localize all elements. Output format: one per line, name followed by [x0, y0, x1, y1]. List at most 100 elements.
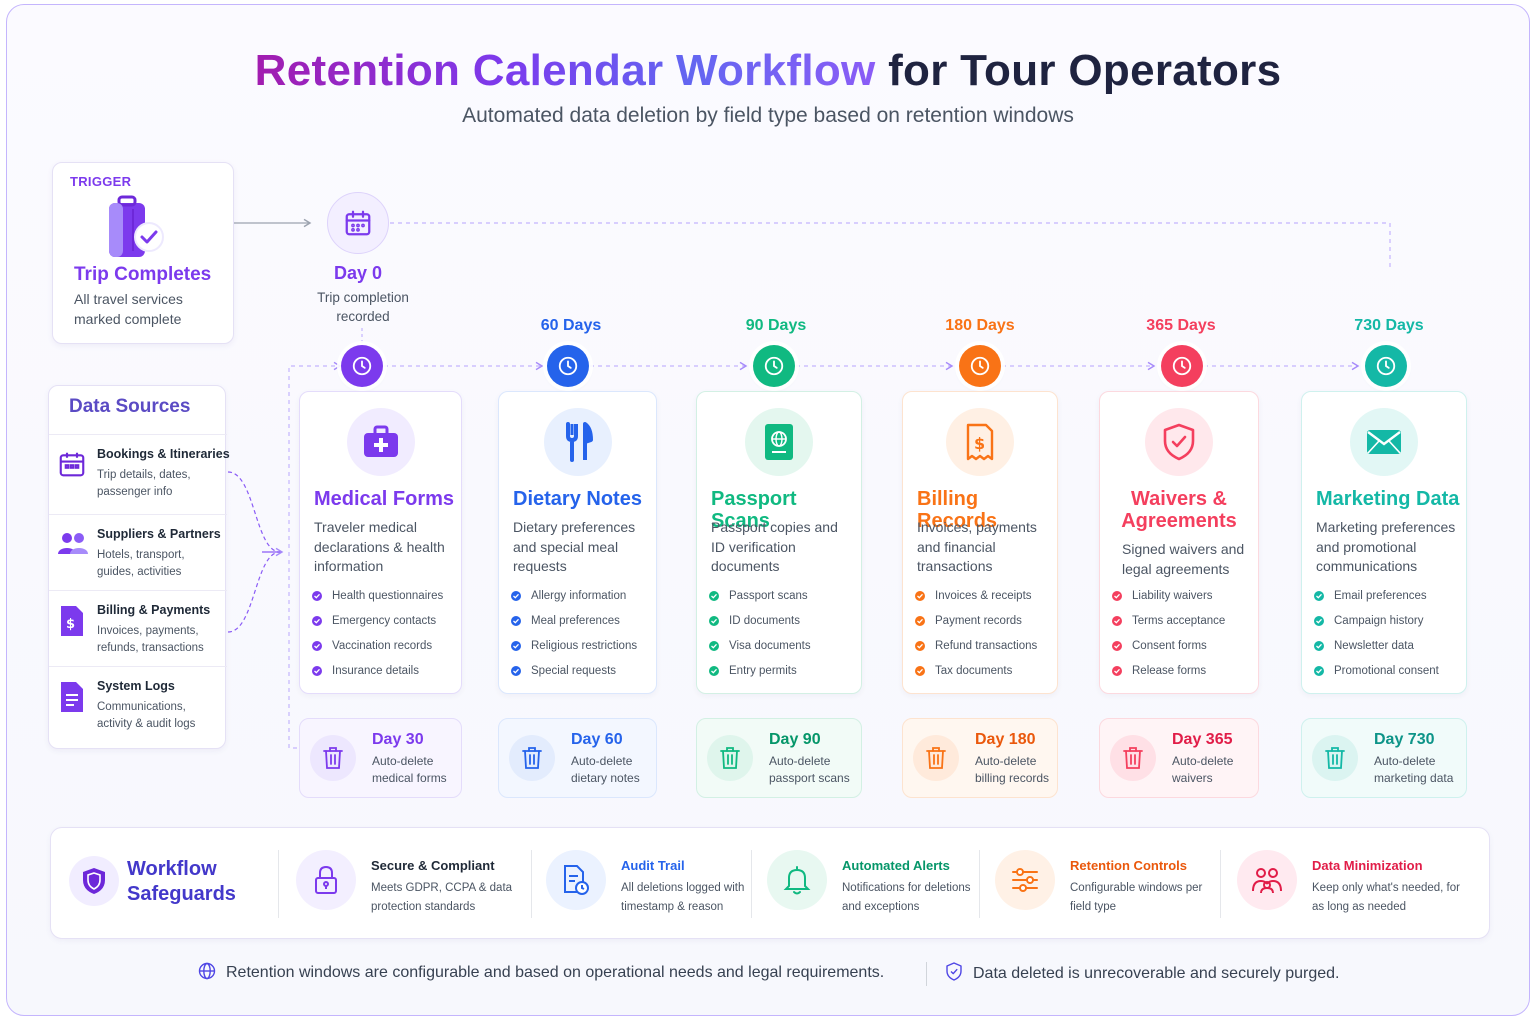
list-item: Promotional consent: [1314, 658, 1462, 683]
shield-icon: [69, 856, 119, 906]
billing-document-icon: $: [57, 605, 87, 636]
source-item-billing: $ Billing & Payments Invoices, payments,…: [49, 590, 227, 666]
category-title: Dietary Notes: [513, 488, 642, 510]
check-icon: [312, 665, 322, 676]
check-icon: [1314, 640, 1324, 651]
category-item-list: Health questionnaires Emergency contacts…: [312, 583, 457, 683]
list-item: Newsletter data: [1314, 633, 1462, 658]
safeguards-title: Workflow Safeguards: [127, 858, 236, 905]
check-icon: [511, 590, 521, 601]
footer-divider: [926, 962, 927, 986]
check-icon: [1314, 615, 1324, 626]
category-title: Billing Records: [917, 488, 998, 532]
list-item: Emergency contacts: [312, 608, 457, 633]
footer-note-left: Retention windows are configurable and b…: [198, 962, 884, 985]
audit-document-icon: [546, 850, 606, 910]
safeguard-title: Retention Controls: [1070, 858, 1187, 873]
source-title: Suppliers & Partners: [97, 527, 221, 541]
list-item: Refund transactions: [915, 633, 1053, 658]
trash-icon: [1110, 735, 1156, 781]
fork-knife-icon: [543, 408, 612, 476]
delete-description: Auto-delete marketing data: [1374, 754, 1454, 785]
list-item: Invoices & receipts: [915, 583, 1053, 608]
data-sources-heading: Data Sources: [69, 396, 191, 417]
divider: [979, 850, 980, 918]
check-icon: [312, 590, 322, 601]
envelope-icon: [1350, 408, 1418, 476]
source-title: Bookings & Itineraries: [97, 447, 230, 461]
day0-description: Trip completion recorded: [317, 290, 409, 324]
check-icon: [1112, 615, 1122, 626]
globe-icon: [198, 962, 216, 985]
divider: [1220, 850, 1221, 918]
source-item-bookings: Bookings & Itineraries Trip details, dat…: [49, 434, 230, 514]
list-item: Consent forms: [1112, 633, 1254, 658]
delete-title: Day 90: [769, 731, 821, 748]
category-description: Passport copies and ID verification docu…: [711, 519, 838, 574]
receipt-dollar-icon: $: [946, 408, 1014, 476]
check-icon: [312, 640, 322, 651]
category-item-list: Invoices & receipts Payment records Refu…: [915, 583, 1053, 683]
clock-icon: [753, 345, 795, 387]
check-icon: [511, 640, 521, 651]
calendar-icon: [57, 449, 87, 479]
divider: [278, 850, 279, 918]
delete-description: Auto-delete medical forms: [372, 754, 447, 785]
delete-card-day-730: Day 730 Auto-delete marketing data: [1301, 718, 1467, 798]
list-item: Meal preferences: [511, 608, 652, 633]
delete-title: Day 365: [1172, 731, 1233, 748]
trigger-description: All travel services marked complete: [74, 291, 183, 327]
category-title: Waivers & Agreements: [1121, 488, 1237, 532]
category-card-marketing-data: Marketing Data Marketing preferences and…: [1301, 391, 1467, 694]
trigger-card: TRIGGER Trip Completes All travel servic…: [52, 162, 234, 344]
bell-icon: [767, 850, 827, 910]
category-title: Marketing Data: [1316, 488, 1460, 510]
check-icon: [915, 640, 925, 651]
clock-icon: [959, 345, 1001, 387]
shield-check-icon: [945, 962, 963, 986]
list-item: Religious restrictions: [511, 633, 652, 658]
log-document-icon: [57, 681, 87, 712]
check-icon: [511, 665, 521, 676]
safeguard-description: Keep only what's needed, for as long as …: [1312, 882, 1460, 913]
category-description: Traveler medical declarations & health i…: [314, 519, 445, 574]
category-item-list: Allergy information Meal preferences Rel…: [511, 583, 652, 683]
trash-icon: [310, 735, 356, 781]
milestone-365: 365 Days: [1146, 317, 1216, 334]
luggage-check-icon: [97, 195, 177, 259]
safeguard-description: Configurable windows per field type: [1070, 882, 1203, 913]
check-icon: [1112, 590, 1122, 601]
medical-kit-icon: [346, 408, 415, 476]
safeguard-description: Meets GDPR, CCPA & data protection stand…: [371, 882, 513, 913]
svg-text:$: $: [66, 617, 75, 632]
source-description: Hotels, transport, guides, activities: [97, 549, 185, 578]
check-icon: [915, 665, 925, 676]
list-item: Payment records: [915, 608, 1053, 633]
list-item: Liability waivers: [1112, 583, 1254, 608]
safeguard-title: Secure & Compliant: [371, 858, 495, 873]
check-icon: [1112, 665, 1122, 676]
source-description: Invoices, payments, refunds, transaction…: [97, 625, 204, 654]
day0-label: Day 0: [333, 263, 383, 283]
milestone-180: 180 Days: [945, 317, 1015, 334]
lock-icon: [296, 850, 356, 910]
list-item: Entry permits: [709, 658, 857, 683]
clock-icon: [547, 345, 589, 387]
category-description: Invoices, payments and financial transac…: [917, 519, 1037, 574]
source-title: System Logs: [97, 679, 175, 693]
delete-description: Auto-delete passport scans: [769, 754, 850, 785]
list-item: Vaccination records: [312, 633, 457, 658]
check-icon: [511, 615, 521, 626]
list-item: Campaign history: [1314, 608, 1462, 633]
delete-title: Day 730: [1374, 731, 1435, 748]
safeguard-description: Notifications for deletions and exceptio…: [842, 882, 971, 913]
category-description: Signed waivers and legal agreements: [1122, 541, 1245, 577]
category-card-passport-scans: Passport Scans Passport copies and ID ve…: [696, 391, 862, 694]
category-description: Dietary preferences and special meal req…: [513, 519, 636, 574]
page-subtitle: Automated data deletion by field type ba…: [462, 104, 1074, 127]
source-description: Communications, activity & audit logs: [97, 701, 196, 730]
delete-title: Day 180: [975, 731, 1036, 748]
safeguard-description: All deletions logged with timestamp & re…: [621, 882, 745, 913]
category-item-list: Liability waivers Terms acceptance Conse…: [1112, 583, 1254, 683]
